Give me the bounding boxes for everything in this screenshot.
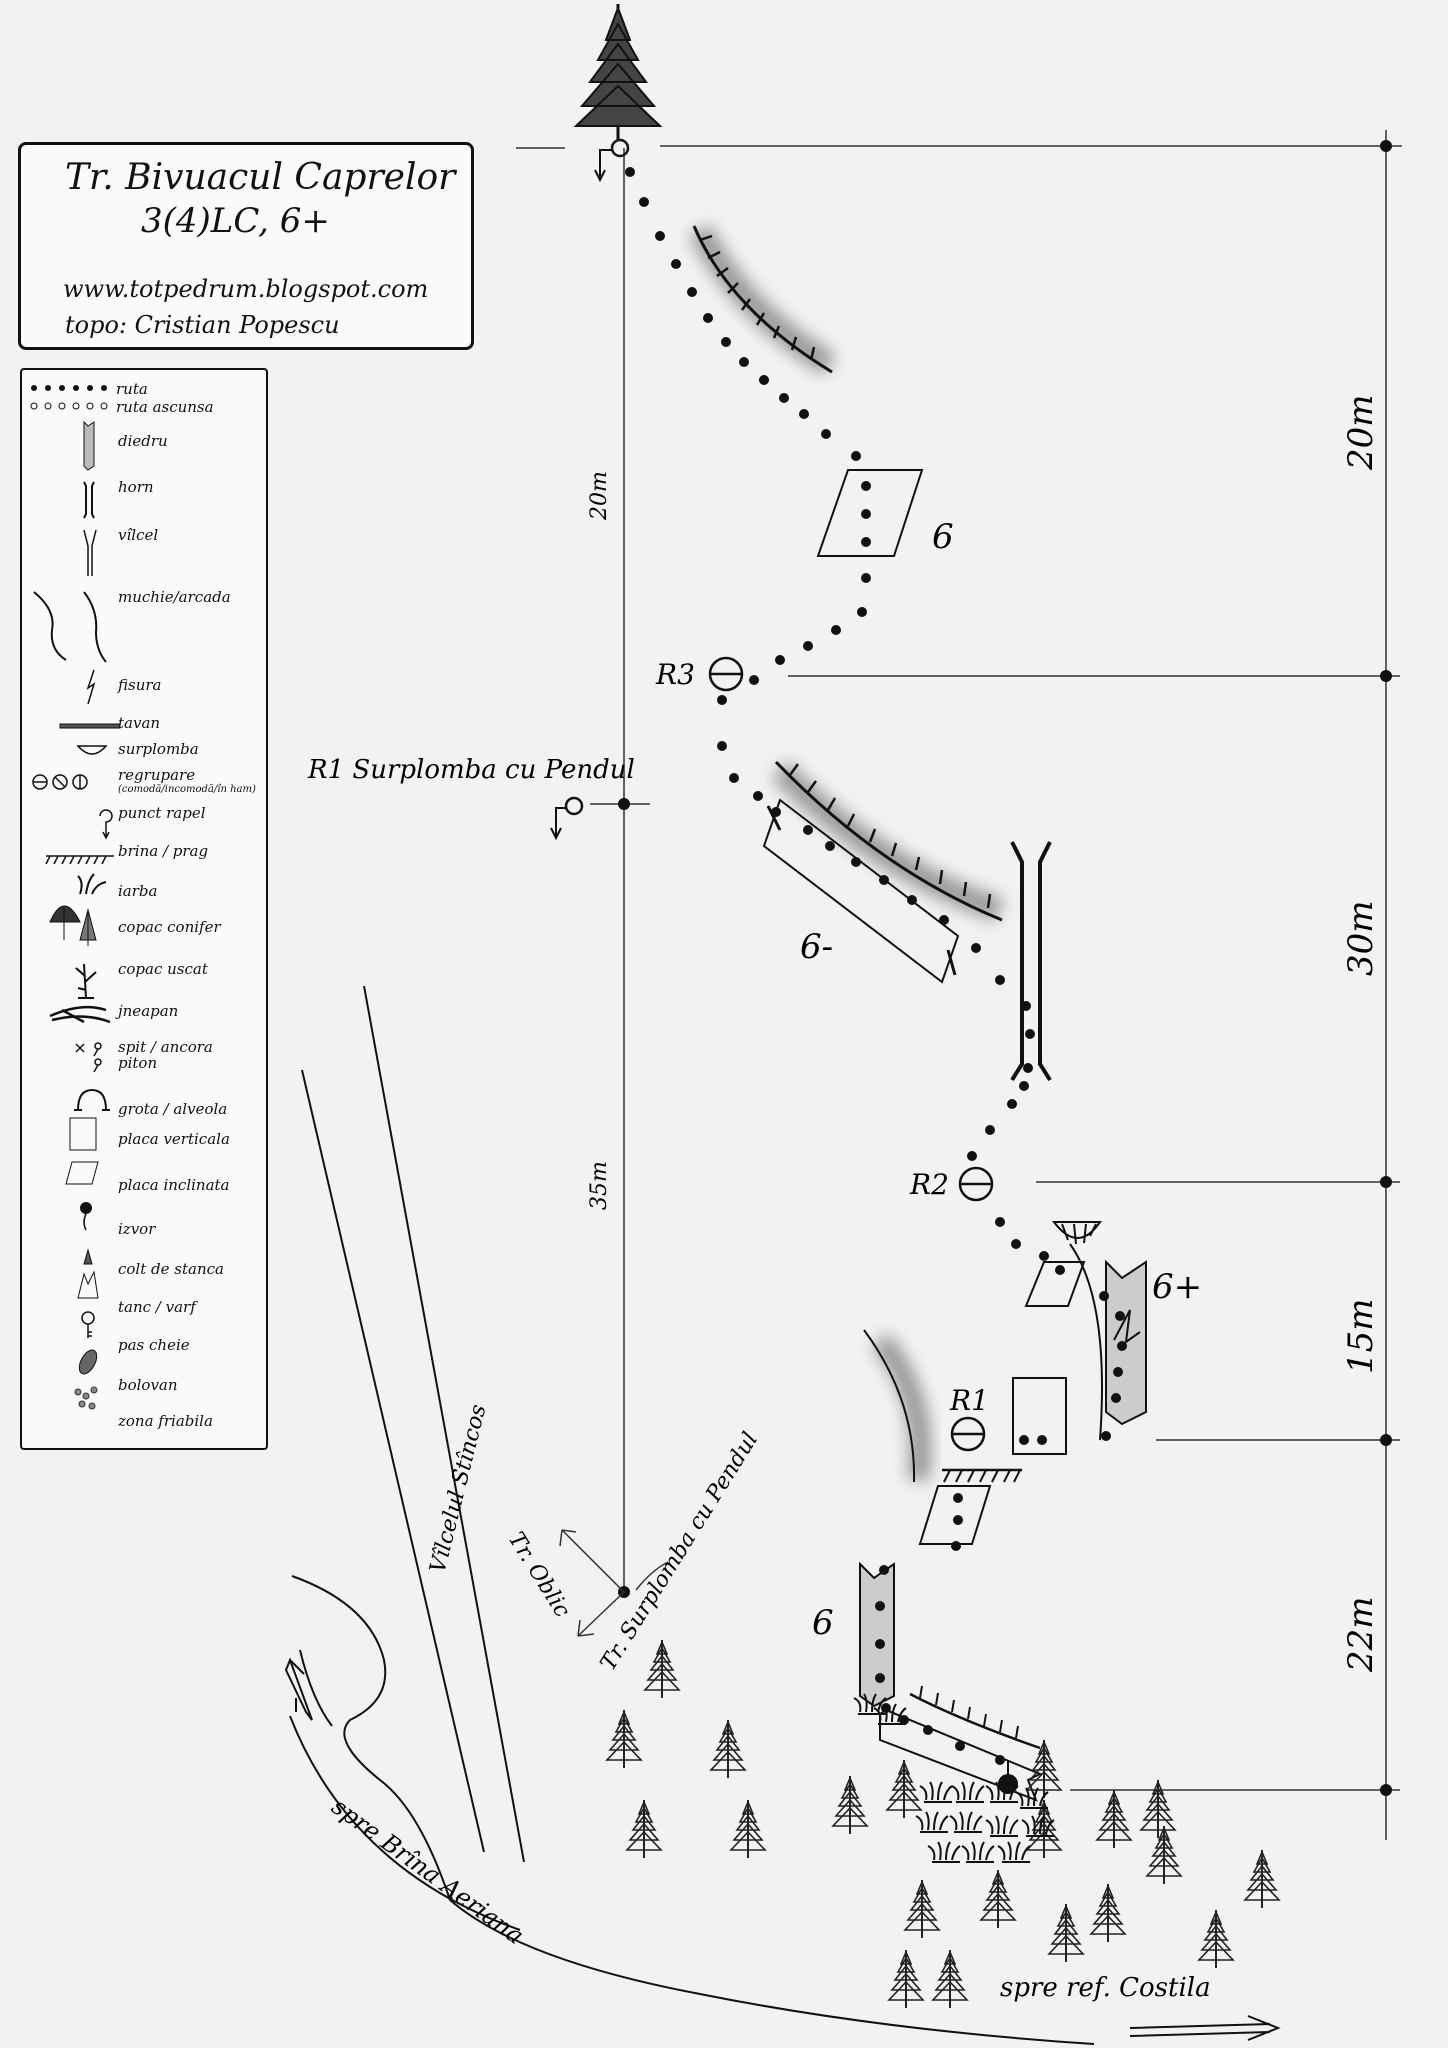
- legend-label-rappel: punct rapel: [118, 804, 206, 822]
- juniper-icon: [49, 1005, 111, 1024]
- conifer-trees: [606, 1639, 1280, 2009]
- legend-label-grass: iarba: [118, 882, 158, 900]
- belay-icon: [32, 774, 88, 790]
- right-scale-3: 15m: [1341, 1298, 1381, 1374]
- legend-label-crack: fisura: [118, 676, 162, 694]
- tree-icon: [49, 905, 97, 946]
- top-tree-icon: [573, 4, 663, 140]
- legend-label-roof: tavan: [118, 714, 161, 732]
- grade-label-3: 6+: [1152, 1267, 1202, 1307]
- route-dotted-line: [625, 167, 1127, 1765]
- spre-brina-label: spre Brîna Aeriana: [326, 1792, 528, 1950]
- dead-tree-icon: [75, 963, 97, 999]
- legend-label-ledge: brina / prag: [118, 842, 209, 860]
- inclined-slab-icon: [65, 1161, 99, 1185]
- route-grade: 3(4)LC, 6+: [141, 201, 330, 241]
- arete-icon: [33, 591, 107, 663]
- grade-label-4: 6: [812, 1603, 834, 1643]
- horn-icon: [83, 481, 95, 519]
- legend-label-overhang: surplomba: [118, 740, 199, 758]
- tr-surplomba-label: Tr. Surplomba cu Pendul: [596, 1428, 763, 1675]
- crack-icon: [86, 669, 96, 705]
- legend-label-open-dots: ruta ascunsa: [116, 398, 214, 416]
- open-dots-icon: [30, 402, 108, 410]
- overhang-icon: [76, 745, 108, 755]
- bolt-icon: [75, 1042, 102, 1057]
- belay-label-r1: R1: [949, 1384, 989, 1417]
- cave-icon: [74, 1088, 110, 1111]
- grass-icon: [77, 873, 107, 895]
- left-scale-1: 20m: [587, 471, 612, 521]
- legend-label-juniper: jneapan: [118, 1002, 179, 1020]
- r1-surplomba-label: R1 Surplomba cu Pendul: [307, 755, 635, 785]
- spring-icon: [80, 1202, 92, 1231]
- roof-icon: [59, 723, 121, 729]
- legend-label-boulder: bolovan: [118, 1376, 178, 1394]
- grade-label-1: 6: [932, 517, 954, 557]
- legend-label-inclined-slab: placa inclinata: [118, 1176, 230, 1194]
- belay-note: (comodă/incomodă/în ham): [118, 784, 256, 795]
- loose-rock-icon: [74, 1386, 98, 1410]
- legend-label-diedru: diedru: [118, 432, 168, 450]
- legend-label-dead-tree: copac uscat: [118, 960, 208, 978]
- legend-icons: [30, 385, 121, 1410]
- grass-patches: [853, 1693, 1055, 1863]
- legend-label-dotted-line: ruta: [116, 380, 148, 398]
- grade-label-2: 6-: [800, 927, 833, 967]
- legend-label-belay: regrupare: [118, 766, 196, 784]
- legend-label-spring: izvor: [118, 1220, 156, 1238]
- boulder-icon: [78, 1349, 98, 1375]
- legend-label-loose-rock: zona friabila: [118, 1412, 213, 1430]
- legend-label-pinnacle: colt de stanca: [118, 1260, 224, 1278]
- peak-icon: [77, 1270, 99, 1299]
- dotted-line-icon: [31, 385, 107, 391]
- legend-label-bolt: spit / ancora: [118, 1038, 213, 1056]
- website-link[interactable]: www.totpedrum.blogspot.com: [63, 275, 429, 303]
- rappel-icon: [99, 809, 113, 840]
- key-icon: [81, 1311, 95, 1338]
- rappel-anchor-icon: [610, 138, 630, 158]
- legend-label-tree: copac conifer: [118, 918, 221, 936]
- legend-label-cave: grota / alveola: [118, 1100, 228, 1118]
- legend-label-peak: tanc / varf: [118, 1298, 196, 1316]
- left-scale-2: 35m: [587, 1161, 612, 1210]
- spre-costila-label: spre ref. Costila: [1000, 1973, 1211, 2003]
- right-scale-4: 22m: [1341, 1596, 1381, 1673]
- valley-label: Vîlcelul Stîncos: [426, 1402, 492, 1575]
- vertical-slab-icon: [69, 1117, 97, 1151]
- piton-icon: [93, 1058, 102, 1073]
- pinnacle-icon: [83, 1248, 93, 1265]
- ledge-icon: [45, 855, 114, 865]
- vilcel-icon: [83, 529, 97, 576]
- diedru-icon: [83, 420, 95, 471]
- legend-label-key: pas cheie: [118, 1336, 190, 1354]
- belay-label-r2: R2: [909, 1168, 949, 1201]
- tr-oblic-label: Tr. Oblic: [503, 1528, 575, 1622]
- title-box: Tr. Bivuacul Caprelor 3(4)LC, 6+ www.tot…: [18, 142, 474, 350]
- legend-label-vertical-slab: placa verticala: [118, 1130, 230, 1148]
- legend-label-arete: muchie/arcada: [118, 588, 231, 606]
- right-scale-1: 20m: [1341, 394, 1381, 471]
- topo-credit: topo: Cristian Popescu: [65, 311, 340, 339]
- route-title: Tr. Bivuacul Caprelor: [65, 157, 456, 198]
- legend-label-vilcel: vîlcel: [118, 526, 159, 544]
- legend-label-horn: horn: [118, 478, 154, 496]
- right-scale-2: 30m: [1341, 900, 1381, 976]
- legend-label-piton: piton: [118, 1054, 158, 1072]
- belay-label-r3: R3: [655, 658, 695, 691]
